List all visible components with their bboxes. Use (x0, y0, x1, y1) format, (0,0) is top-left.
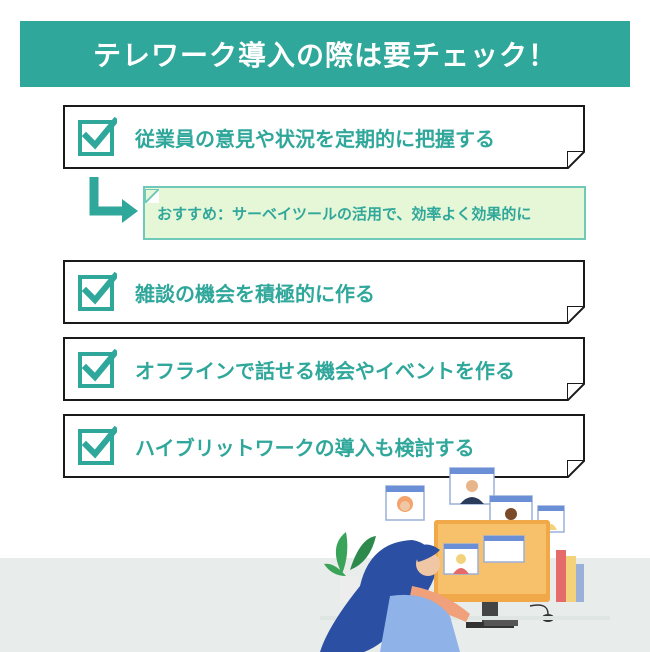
page-fold-icon (567, 460, 585, 478)
checkbox-checked-icon (78, 272, 117, 311)
video-window-icon (449, 467, 495, 505)
recommendation-note: おすすめ：サーベイツールの活用で、効率よく効果的に (143, 186, 586, 240)
checklist-item-3: オフラインで話せる機会やイベントを作る (63, 337, 585, 401)
page-fold-icon (567, 306, 585, 324)
checklist-item-1: 従業員の意見や状況を定期的に把握する (63, 105, 585, 169)
page-fold-icon (567, 151, 585, 169)
checklist-item-label: オフラインで話せる機会やイベントを作る (135, 358, 515, 383)
checklist-item-label: 雑談の機会を積極的に作る (135, 281, 375, 306)
checklist-item-2: 雑談の機会を積極的に作る (63, 260, 585, 324)
recommendation-text: おすすめ：サーベイツールの活用で、効率よく効果的に (157, 204, 532, 223)
video-window-icon (483, 535, 525, 563)
checklist-item-label: ハイブリットワークの導入も検討する (135, 435, 475, 460)
checkbox-checked-icon (78, 117, 117, 156)
video-window-icon (443, 543, 479, 575)
page-title: テレワーク導入の際は要チェック！ (92, 39, 557, 72)
checklist-item-label: 従業員の意見や状況を定期的に把握する (135, 126, 495, 151)
page-title-banner: テレワーク導入の際は要チェック！ (20, 21, 630, 87)
checklist-item-4: ハイブリットワークの導入も検討する (63, 414, 585, 478)
video-window-icon (385, 485, 425, 521)
checkbox-checked-icon (78, 426, 117, 465)
elbow-arrow-icon (89, 177, 138, 223)
checkbox-checked-icon (78, 349, 117, 388)
page-fold-icon (144, 188, 162, 206)
page-fold-icon (567, 383, 585, 401)
telework-illustration (320, 467, 610, 652)
